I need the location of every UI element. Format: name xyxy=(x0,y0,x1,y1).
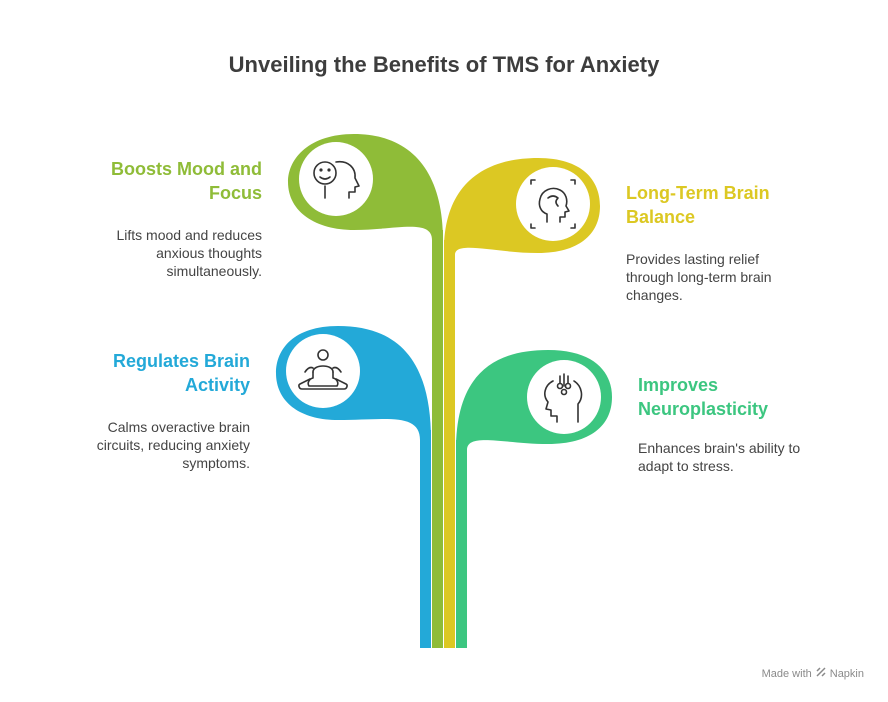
brain-activity-heading: Regulates Brain Activity xyxy=(40,349,250,397)
mood-focus-desc-line2: anxious thoughts xyxy=(156,245,262,261)
mood-focus-heading-line2: Focus xyxy=(208,183,262,203)
neuroplasticity-heading-line1: Improves xyxy=(638,375,719,395)
brain-balance-desc-line1: Provides lasting relief xyxy=(626,251,760,267)
page-title: Unveiling the Benefits of TMS for Anxiet… xyxy=(228,52,660,77)
neuroplasticity-desc-line2: adapt to stress. xyxy=(638,458,734,474)
mood-focus-description: Lifts mood and reduces anxious thoughts … xyxy=(60,226,262,280)
mood-focus-desc-line1: Lifts mood and reduces xyxy=(116,227,262,243)
brain-balance-description: Provides lasting relief through long-ter… xyxy=(626,250,846,304)
blue-stem xyxy=(420,430,431,648)
neuroplasticity-description: Enhances brain's ability to adapt to str… xyxy=(638,439,858,475)
neural-head-icon xyxy=(544,373,583,423)
brain-balance-heading-line2: Balance xyxy=(626,207,696,227)
neuroplasticity-heading-line2: Neuroplasticity xyxy=(638,399,769,419)
neuroplasticity-desc-line1: Enhances brain's ability to xyxy=(638,440,801,456)
mood-focus-desc-line3: simultaneously. xyxy=(166,263,262,279)
napkin-brand-label: Napkin xyxy=(829,667,864,680)
brain-activity-heading-line2: Activity xyxy=(184,375,250,395)
green-icon-circle xyxy=(299,142,373,216)
teal-icon-circle xyxy=(527,360,601,434)
yellow-icon-circle xyxy=(516,167,590,241)
teal-stem xyxy=(456,440,467,648)
brain-balance-desc-line2: through long-term brain xyxy=(626,269,772,285)
green-stem xyxy=(432,230,443,648)
brain-activity-description: Calms overactive brain circuits, reducin… xyxy=(40,418,250,472)
brain-balance-desc-line3: changes. xyxy=(626,287,683,303)
neuroplasticity-heading: Improves Neuroplasticity xyxy=(638,373,858,421)
brain-activity-desc-line2: circuits, reducing anxiety xyxy=(96,437,250,453)
yellow-stem xyxy=(444,240,455,648)
brain-balance-heading-line1: Long-Term Brain xyxy=(626,183,770,203)
brain-activity-heading-line1: Regulates Brain xyxy=(112,351,250,371)
napkin-logo-icon xyxy=(816,667,826,680)
brain-activity-desc-line1: Calms overactive brain xyxy=(107,419,250,435)
mood-focus-heading: Boosts Mood and Focus xyxy=(60,157,262,205)
blue-icon-circle xyxy=(286,334,360,408)
smiling-head-icon xyxy=(313,160,360,199)
brain-scan-icon xyxy=(530,179,576,229)
brain-balance-heading: Long-Term Brain Balance xyxy=(626,181,846,229)
made-with-credit[interactable]: Made with Napkin xyxy=(762,667,864,680)
brain-activity-desc-line3: symptoms. xyxy=(182,455,250,471)
mood-focus-heading-line1: Boosts Mood and xyxy=(111,159,262,179)
made-with-label: Made with xyxy=(761,667,812,680)
meditation-icon xyxy=(298,349,348,390)
